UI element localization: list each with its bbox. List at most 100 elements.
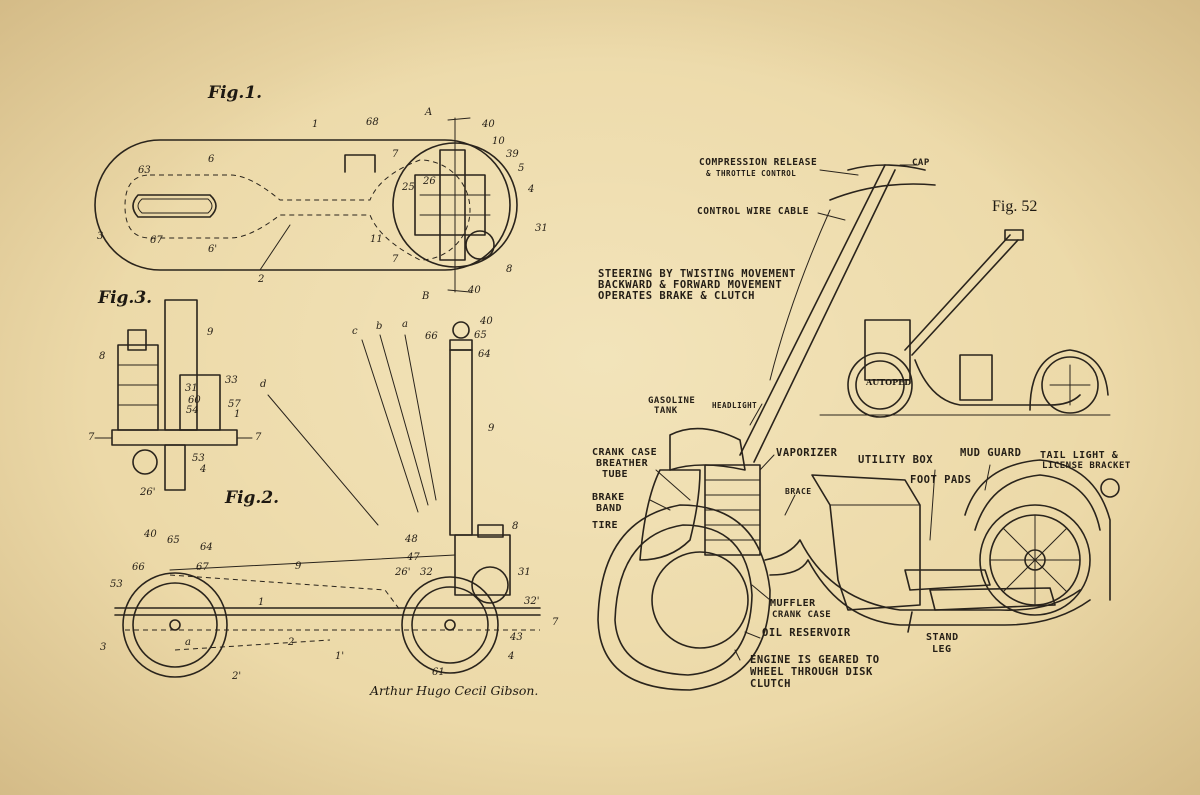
fig2-label: 53 — [110, 579, 123, 590]
fig2-label: 40 — [480, 316, 493, 327]
callout-engine-geared-3: CLUTCH — [750, 678, 791, 690]
fig1-label: B — [422, 291, 430, 302]
fig2-label: 47 — [407, 552, 420, 563]
fig2-label: a — [402, 319, 408, 330]
fig2-label: 32' — [524, 596, 540, 607]
fig2-label: 2' — [232, 671, 242, 682]
fig2-label: 4 — [508, 651, 515, 662]
fig3-label: 31 — [185, 383, 198, 394]
fig2-label: 66 — [132, 562, 145, 573]
fig2-label: 64 — [478, 349, 491, 360]
callout-cap: CAP — [912, 158, 930, 168]
callout-compression-release: COMPRESSION RELEASE — [699, 157, 818, 168]
callout-control-wire-cable: CONTROL WIRE CABLE — [697, 206, 809, 217]
fig2-label: 65 — [167, 535, 180, 546]
callout-engine-geared-1: ENGINE IS GEARED TO — [750, 654, 880, 666]
callout-vaporizer: VAPORIZER — [776, 447, 838, 459]
fig3-label: 9 — [207, 327, 214, 338]
callout-tail-light-2: LICENSE BRACKET — [1042, 461, 1131, 471]
fig2-label: d — [260, 379, 267, 390]
fig3-label: 1 — [234, 409, 241, 420]
fig1-label: 6 — [208, 154, 215, 165]
fig2-label: 48 — [405, 534, 418, 545]
fig2-label: b — [376, 321, 383, 332]
fig3-label: 54 — [186, 405, 199, 416]
fig1-label: 7 — [392, 149, 399, 160]
callout-steering-line2: BACKWARD & FORWARD MOVEMENT — [598, 279, 783, 291]
fig2-label: 1 — [258, 597, 265, 608]
fig1-label: 8 — [506, 264, 513, 275]
autoped-main-illustration — [597, 164, 1120, 691]
callout-steering-line3: OPERATES BRAKE & CLUTCH — [598, 290, 755, 302]
fig3-title: Fig.3. — [98, 288, 153, 308]
callout-mud-guard: MUD GUARD — [960, 447, 1022, 459]
fig1-title: Fig.1. — [208, 83, 263, 103]
fig1-label: 6' — [208, 244, 218, 255]
callout-brace: BRACE — [785, 487, 812, 496]
fig52-small-illustration — [819, 229, 1111, 418]
fig1-label: 2 — [258, 274, 265, 285]
callout-steering-line1: STEERING BY TWISTING MOVEMENT — [598, 268, 796, 280]
inventor-signature: Arthur Hugo Cecil Gibson. — [370, 683, 539, 698]
fig2-label: 40 — [144, 529, 157, 540]
fig1-label: 26 — [423, 176, 436, 187]
fig3-end-view — [94, 299, 253, 491]
callout-crank-case-breather-2: BREATHER — [596, 458, 649, 469]
callout-stand-leg-1: STAND — [926, 632, 959, 643]
fig2-label: 67 — [196, 562, 209, 573]
callout-engine-geared-2: WHEEL THROUGH DISK — [750, 666, 873, 678]
fig2-label: 26' — [395, 567, 411, 578]
fig2-label: 7 — [552, 617, 559, 628]
fig1-label: 39 — [506, 149, 519, 160]
fig2-label: 9 — [295, 561, 302, 572]
callout-headlight: HEADLIGHT — [712, 401, 758, 410]
fig3-label: 33 — [225, 375, 238, 386]
fig1-label: 1 — [312, 119, 319, 130]
fig1-top-view — [94, 117, 518, 293]
fig1-label: 67 — [150, 235, 163, 246]
fig3-label: 4 — [200, 464, 207, 475]
fig2-label: 64 — [200, 542, 213, 553]
callout-leaders — [649, 164, 991, 661]
callout-oil-reservoir: OIL RESERVOIR — [762, 627, 851, 639]
fig2-label: 3 — [100, 642, 107, 653]
fig2-label: 9 — [488, 423, 495, 434]
engine-badge-text: AUTOPED — [866, 377, 912, 387]
fig2-label: 65 — [474, 330, 487, 341]
fig52-title: Fig. 52 — [992, 198, 1038, 215]
callout-muffler: MUFFLER — [770, 598, 816, 609]
fig3-label: 8 — [99, 351, 106, 362]
callout-tail-light-1: TAIL LIGHT & — [1040, 450, 1119, 461]
callout-gasoline: GASOLINE — [648, 396, 696, 406]
fig2-label: 1' — [335, 651, 345, 662]
callout-crank-case-breather-1: CRANK CASE — [592, 447, 658, 458]
fig2-side-view — [114, 321, 541, 678]
fig3-label: 53 — [192, 453, 205, 464]
fig1-label: 63 — [138, 165, 151, 176]
fig1-label: 5 — [518, 163, 525, 174]
fig2-label: 8 — [512, 521, 519, 532]
fig2-label: a — [185, 637, 191, 648]
fig3-label: 7 — [88, 432, 95, 443]
callout-stand-leg-2: LEG — [932, 644, 952, 655]
fig1-label: 7 — [392, 254, 399, 265]
fig1-label: 40 — [482, 119, 495, 130]
fig1-label: 10 — [492, 136, 505, 147]
fig3-label: 26' — [140, 487, 156, 498]
fig1-label: A — [425, 107, 433, 118]
callout-foot-pads: FOOT PADS — [910, 474, 972, 486]
callout-brake-band-1: BRAKE — [592, 492, 625, 503]
fig1-label: 4 — [528, 184, 535, 195]
fig1-label: 31 — [535, 223, 548, 234]
fig2-label: 43 — [510, 632, 523, 643]
callout-tank: TANK — [654, 406, 678, 416]
fig2-label: 66 — [425, 331, 438, 342]
fig3-label: 7 — [255, 432, 262, 443]
fig3-label: 60 — [188, 395, 201, 406]
fig2-title: Fig.2. — [225, 488, 280, 508]
callout-brake-band-2: BAND — [596, 503, 623, 514]
fig2-label: 31 — [518, 567, 531, 578]
fig1-label: 68 — [366, 117, 379, 128]
